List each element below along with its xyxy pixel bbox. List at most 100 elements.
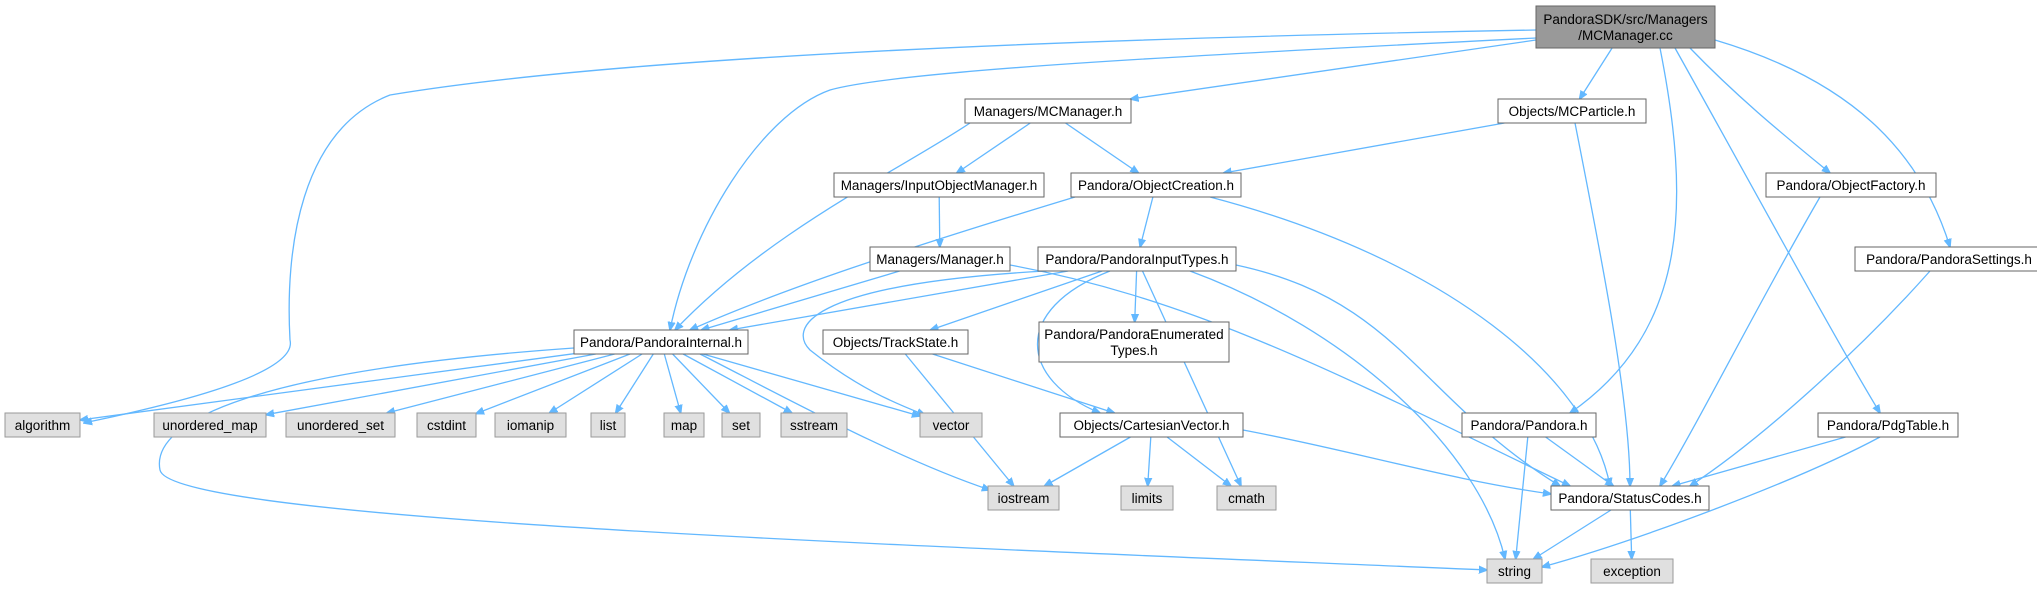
node-box	[1037, 246, 1237, 272]
node-box	[1854, 246, 2037, 272]
node-box	[1497, 98, 1647, 124]
node-pandora-h[interactable]: Pandora/Pandora.h	[1461, 412, 1597, 438]
edge-mcparticle_h-to-objectcreation_h	[1224, 122, 1505, 173]
node-pandorasettings-h[interactable]: Pandora/PandoraSettings.h	[1854, 246, 2037, 272]
edge-root-to-pdgtable_h	[1674, 47, 1880, 413]
node-label: Pandora/ObjectFactory.h	[1776, 178, 1925, 193]
edge-root-to-pandora_h	[1570, 47, 1678, 413]
edge-manager_h-to-statuscodes_h	[1009, 264, 1570, 486]
node-box	[494, 412, 567, 438]
edge-pandora_h-to-statuscodes_h	[1545, 436, 1614, 486]
node-label: Pandora/Pandora.h	[1470, 418, 1587, 433]
edge-pandorainternal_h-to-cstdint	[476, 353, 631, 414]
node-box	[1461, 412, 1597, 438]
node-box	[721, 412, 761, 438]
node-box	[416, 412, 477, 438]
edge-pandorainputtypes_h-to-cartesianvector_h	[1037, 270, 1111, 413]
node-root[interactable]: PandoraSDK/src/Managers/MCManager.cc	[1535, 5, 1716, 49]
node-box	[663, 412, 705, 438]
edge-pandorainternal_h-to-map	[663, 353, 680, 413]
nodes-layer: PandoraSDK/src/Managers/MCManager.ccMana…	[4, 5, 2037, 584]
edge-pandorainternal_h-to-algorithm	[80, 353, 575, 420]
node-mcmanager-h[interactable]: Managers/MCManager.h	[964, 98, 1132, 124]
edge-pandorasettings_h-to-statuscodes_h	[1690, 270, 1931, 486]
node-label: limits	[1132, 491, 1163, 506]
edge-objectfactory_h-to-statuscodes_h	[1660, 196, 1821, 486]
node-set: set	[721, 412, 761, 438]
node-box	[987, 485, 1060, 511]
node-map: map	[663, 412, 705, 438]
node-iostream: iostream	[987, 485, 1060, 511]
node-manager-h[interactable]: Managers/Manager.h	[869, 246, 1011, 272]
node-label: Objects/MCParticle.h	[1509, 104, 1636, 119]
node-label: algorithm	[15, 418, 71, 433]
node-trackstate-h[interactable]: Objects/TrackState.h	[822, 329, 969, 355]
edge-pandorainputtypes_h-to-cmath	[1141, 270, 1242, 486]
node-label: Pandora/StatusCodes.h	[1558, 491, 1701, 506]
node-box	[780, 412, 848, 438]
edge-pandorainternal_h-to-sstream	[682, 353, 792, 413]
node-label: /MCManager.cc	[1578, 28, 1673, 43]
edge-cartesianvector_h-to-limits	[1148, 436, 1151, 486]
node-objectfactory-h[interactable]: Pandora/ObjectFactory.h	[1765, 172, 1937, 198]
node-box	[153, 412, 267, 438]
node-box	[964, 98, 1132, 124]
edge-pdgtable_h-to-string	[1542, 436, 1881, 567]
node-inputobjectmanager-h[interactable]: Managers/InputObjectManager.h	[833, 172, 1045, 198]
node-box	[833, 172, 1045, 198]
edge-statuscodes_h-to-exception	[1630, 509, 1631, 559]
edge-pandorainputtypes_h-to-vector	[802, 270, 1046, 415]
node-objectcreation-h[interactable]: Pandora/ObjectCreation.h	[1070, 172, 1242, 198]
edge-root-to-pandorainternal_h	[670, 37, 1537, 330]
edge-pandorainternal_h-to-unordered_set	[387, 353, 615, 413]
node-box	[285, 412, 396, 438]
node-label: Pandora/PandoraInternal.h	[580, 335, 742, 350]
node-label: Managers/InputObjectManager.h	[841, 178, 1038, 193]
node-label: map	[671, 418, 697, 433]
node-label: Pandora/PdgTable.h	[1827, 418, 1949, 433]
edge-cartesianvector_h-to-cmath	[1166, 436, 1231, 486]
node-box	[822, 329, 969, 355]
node-box	[1038, 321, 1230, 363]
edge-pdgtable_h-to-statuscodes_h	[1672, 436, 1846, 486]
edge-pandorainternal_h-to-iomanip	[549, 353, 643, 413]
edge-root-to-algorithm	[84, 29, 1537, 423]
node-box	[1120, 485, 1174, 511]
node-label: string	[1498, 564, 1531, 579]
edge-pandorainputtypes_h-to-statuscodes_h	[1235, 264, 1560, 486]
node-mcparticle-h[interactable]: Objects/MCParticle.h	[1497, 98, 1647, 124]
node-unordered-map: unordered_map	[153, 412, 267, 438]
node-label: iomanip	[507, 418, 554, 433]
node-statuscodes-h[interactable]: Pandora/StatusCodes.h	[1550, 485, 1710, 511]
node-box	[590, 412, 626, 438]
node-pdgtable-h[interactable]: Pandora/PdgTable.h	[1817, 412, 1959, 438]
node-box	[1550, 485, 1710, 511]
node-label: Pandora/ObjectCreation.h	[1078, 178, 1234, 193]
node-label: Pandora/PandoraSettings.h	[1866, 252, 2032, 267]
node-exception: exception	[1590, 558, 1674, 584]
node-label: Objects/CartesianVector.h	[1073, 418, 1229, 433]
node-label: sstream	[790, 418, 838, 433]
node-cartesianvector-h[interactable]: Objects/CartesianVector.h	[1059, 412, 1244, 438]
edge-cartesianvector_h-to-statuscodes_h	[1242, 429, 1551, 494]
node-label: Managers/Manager.h	[876, 252, 1004, 267]
node-label: Objects/TrackState.h	[833, 335, 959, 350]
node-box	[919, 412, 983, 438]
edge-statuscodes_h-to-string	[1534, 509, 1612, 559]
node-vector: vector	[919, 412, 983, 438]
node-pandorainternal-h[interactable]: Pandora/PandoraInternal.h	[573, 329, 749, 355]
edge-pandorainternal_h-to-list	[616, 353, 654, 413]
node-pandorainputtypes-h[interactable]: Pandora/PandoraInputTypes.h	[1037, 246, 1237, 272]
node-box	[1817, 412, 1959, 438]
node-box	[1059, 412, 1244, 438]
edge-mcmanager_h-to-pandorainternal_h	[675, 122, 971, 330]
edge-pandorainputtypes_h-to-trackstate_h	[930, 270, 1103, 330]
edge-mcmanager_h-to-inputobjectmanager_h	[957, 122, 1031, 173]
node-unordered-set: unordered_set	[285, 412, 396, 438]
edge-mcmanager_h-to-objectcreation_h	[1065, 122, 1139, 173]
edge-pandorainternal_h-to-string	[158, 347, 1487, 570]
node-list: list	[590, 412, 626, 438]
node-label: unordered_map	[162, 418, 257, 433]
node-label: set	[732, 418, 750, 433]
